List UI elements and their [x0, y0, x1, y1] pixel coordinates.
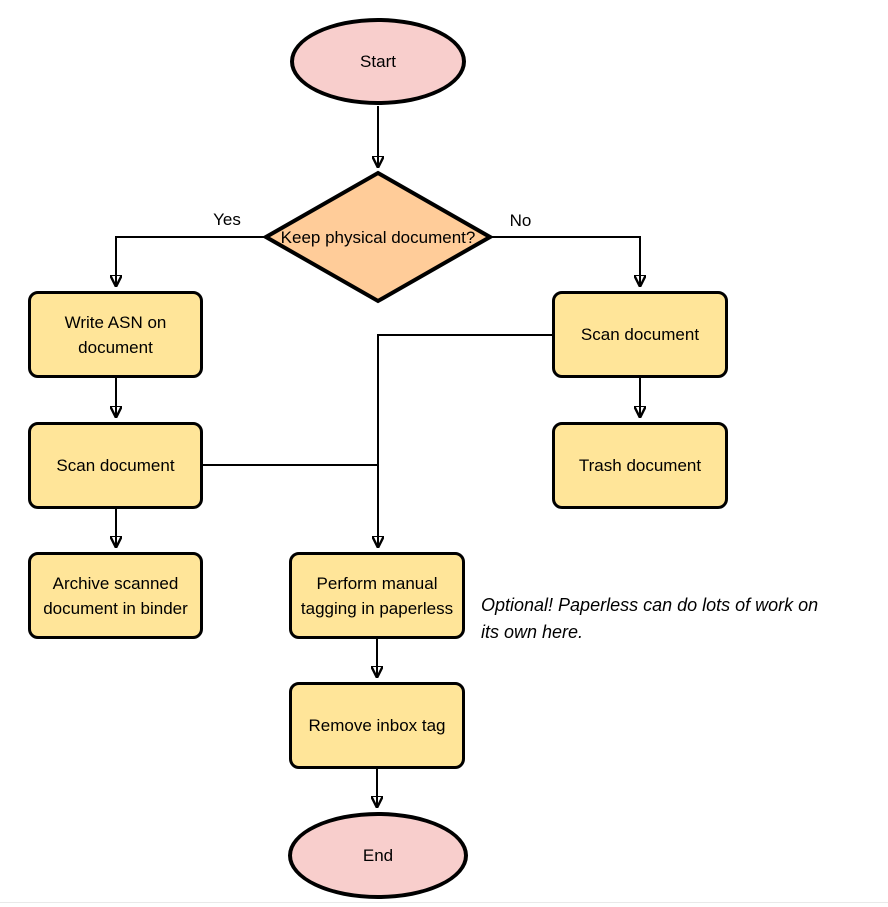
node-scan-document-right-label: Scan document [580, 325, 700, 344]
node-decision-label: Keep physical document? [280, 227, 476, 247]
node-end: End [288, 812, 468, 899]
node-start-label: Start [360, 52, 396, 71]
node-write-asn-label: Write ASN on document [64, 312, 167, 357]
annotation-note-line1: Optional! Paperless can do lots of work … [481, 595, 819, 615]
node-scan-document-left-label: Scan document [56, 456, 175, 475]
node-scan-document-right: Scan document [552, 291, 728, 378]
edge-decision-writeasn [116, 236, 264, 285]
annotation-note: Optional! Paperless can do lots of work … [481, 592, 885, 646]
decision-diamond-shape [263, 170, 493, 304]
edge-label-no: No [498, 211, 543, 231]
edge-decision-scanright [492, 236, 640, 285]
node-remove-inbox-tag-label: Remove inbox tag [308, 716, 446, 735]
node-trash-document: Trash document [552, 422, 728, 509]
node-write-asn: Write ASN on document [28, 291, 203, 378]
node-start: Start [290, 18, 466, 105]
node-archive-binder-label: Archive scanned document in binder [43, 573, 188, 618]
node-trash-document-label: Trash document [578, 456, 702, 475]
node-decision: Keep physical document? [263, 170, 493, 304]
node-manual-tagging-label: Perform manual tagging in paperless [300, 573, 454, 618]
node-manual-tagging: Perform manual tagging in paperless [289, 552, 465, 639]
node-scan-document-left: Scan document [28, 422, 203, 509]
node-end-label: End [362, 846, 394, 865]
annotation-note-line2: its own here. [481, 622, 584, 642]
node-remove-inbox-tag: Remove inbox tag [289, 682, 465, 769]
edge-label-yes: Yes [203, 210, 251, 230]
node-archive-binder: Archive scanned document in binder [28, 552, 203, 639]
bottom-divider [0, 902, 888, 903]
edge-scanright-tagging [378, 334, 552, 546]
